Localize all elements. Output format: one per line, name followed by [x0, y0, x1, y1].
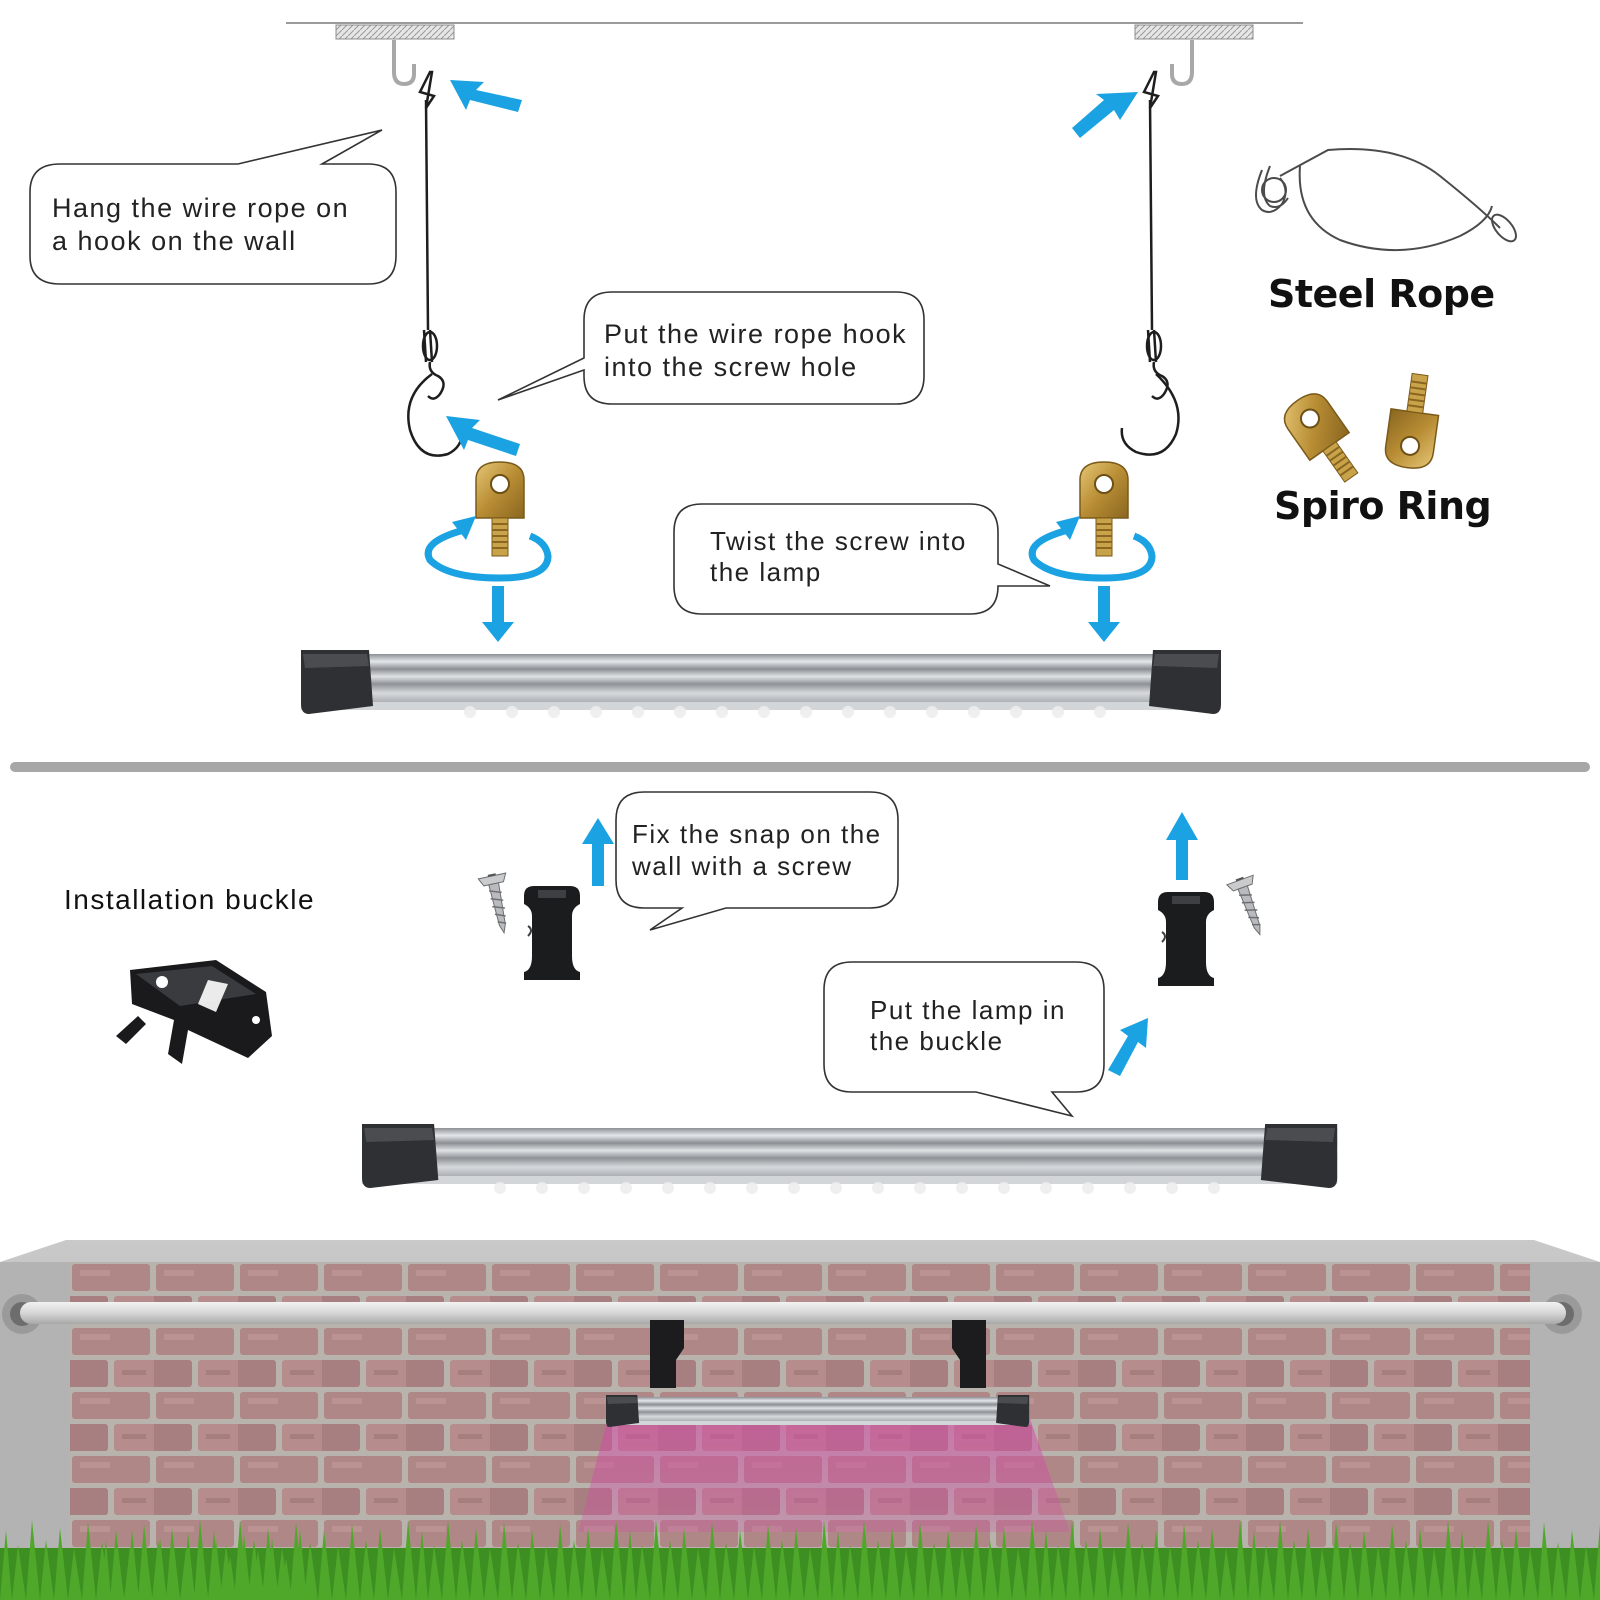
- ceiling-hook-icon: [1170, 40, 1194, 87]
- mounted-buckle: [650, 1320, 986, 1388]
- led-grow-light-bar: [362, 1124, 1338, 1188]
- installation-buckle-icon: [116, 960, 272, 1064]
- spiro-ring-icon: [1276, 385, 1372, 493]
- steel-rope-icon: [1255, 148, 1517, 251]
- wall-pipe: [2, 1294, 1582, 1334]
- callout-put-lamp: Put the lamp in the buckle: [870, 995, 1066, 1056]
- arrow-icon: [582, 812, 1198, 1076]
- grass: [0, 1520, 1600, 1600]
- callout-fix-snap: Fix the snap on the wall with a screw: [632, 819, 882, 881]
- screw-icon: [477, 871, 519, 937]
- arrow-icon: [482, 586, 514, 642]
- label-steel-rope: Steel Rope: [1268, 272, 1495, 316]
- callout-bubble-twist-screw: [673, 503, 1051, 615]
- steel-rope-icon: [407, 70, 464, 457]
- section-divider: [10, 762, 1590, 772]
- ceiling-hook-icon: [392, 40, 416, 87]
- installation-buckle-icon: [1157, 891, 1215, 987]
- arrow-icon: [1088, 586, 1120, 642]
- screw-icon: [1225, 873, 1274, 941]
- grow-light-glow: [578, 1402, 1070, 1532]
- spiro-ring-icon: [1382, 370, 1445, 472]
- label-installation-buckle: Installation buckle: [64, 884, 316, 915]
- callout-bubble-hang-wire: [29, 129, 397, 285]
- steel-rope-icon: [1120, 70, 1180, 456]
- installation-buckle-icon: [523, 885, 581, 981]
- arrow-icon: [446, 80, 1138, 456]
- led-grow-light-bar: [301, 650, 1221, 714]
- callout-twist-screw: Twist the screw into the lamp: [710, 526, 967, 587]
- callout-bubble-wire-hook: [497, 291, 925, 405]
- rotate-arrow-icon: [424, 526, 1156, 582]
- callout-bubble-put-lamp: [823, 961, 1105, 1118]
- led-grow-light-bar: [606, 1395, 1030, 1427]
- callout-bubble-fix-snap: [615, 791, 899, 931]
- callout-wire-hook: Put the wire rope hook into the screw ho…: [604, 319, 908, 382]
- callout-hang-wire: Hang the wire rope on a hook on the wall: [52, 193, 350, 256]
- label-spiro-ring: Spiro Ring: [1274, 484, 1492, 528]
